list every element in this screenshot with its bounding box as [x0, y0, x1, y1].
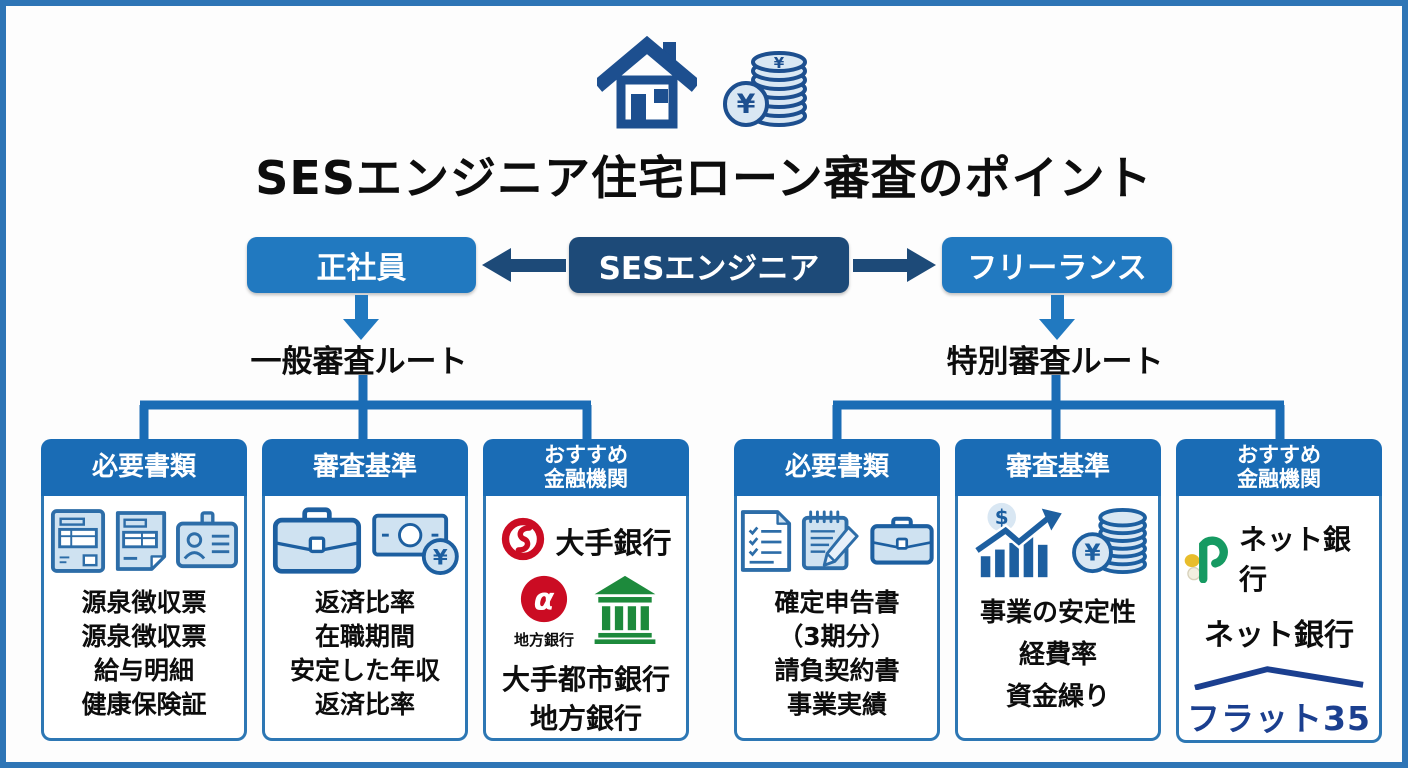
card-special-banks: おすすめ 金融機関 ネット銀行 ネット銀行	[1176, 439, 1382, 743]
svg-text:¥: ¥	[432, 545, 447, 570]
svg-text:α: α	[534, 583, 555, 618]
tax-form-icon	[50, 508, 106, 578]
arrow-right-shaft	[853, 259, 909, 272]
arrow-left-shaft	[510, 259, 566, 272]
checklist-document-icon	[739, 508, 793, 578]
card-special-criteria: 審査基準 $	[955, 439, 1161, 741]
net-bank-line: ネット銀行	[1204, 618, 1354, 653]
house-icon	[593, 35, 701, 134]
regional-bank-logo: α	[519, 574, 569, 628]
bank-building-icon	[592, 574, 658, 648]
node-ses-engineer: SESエンジニア	[569, 237, 849, 293]
net-bank-label: ネット銀行	[1239, 523, 1352, 596]
tree-connector-left	[139, 375, 592, 439]
card-general-banks: おすすめ 金融機関 大手銀行	[483, 439, 689, 742]
svg-text:¥: ¥	[1084, 538, 1100, 566]
group-general-route: 必要書類	[41, 439, 689, 742]
yen-coins-icon: ¥	[1071, 506, 1148, 580]
banknote-yen-icon: ¥	[371, 506, 461, 580]
down-arrow-left-icon	[343, 319, 379, 340]
svg-text:$: $	[994, 505, 1008, 529]
arrow-right-icon	[907, 248, 936, 282]
down-arrow-right-icon	[1039, 319, 1075, 340]
card-special-documents: 必要書類	[734, 439, 940, 741]
card-header: 審査基準	[955, 439, 1161, 496]
card-lines: 源泉徴収票 源泉徴収票 給与明細 健康保険証	[81, 588, 207, 719]
card-lines: 大手都市銀行 地方銀行	[501, 663, 670, 736]
route-label-general: 一般審査ルート	[250, 344, 468, 380]
yen-coins-icon: ¥ ¥	[723, 44, 811, 134]
briefcase-icon	[869, 514, 935, 572]
payslip-document-icon	[113, 508, 169, 578]
flat35-logo: フラット35	[1187, 664, 1371, 740]
card-general-documents: 必要書類	[41, 439, 247, 741]
route-label-special: 特別審査ルート	[946, 344, 1164, 380]
card-general-criteria: 審査基準	[262, 439, 468, 741]
down-arrow-left-shaft	[355, 295, 368, 320]
node-freelance: フリーランス	[942, 237, 1172, 293]
growth-chart-dollar-icon: $	[969, 501, 1065, 585]
down-arrow-right-shaft	[1051, 295, 1064, 320]
card-lines: 返済比率 在職期間 安定した年収 返済比率	[289, 588, 440, 719]
card-header: 必要書類	[41, 439, 247, 496]
id-card-icon	[176, 511, 238, 575]
major-bank-logo	[500, 516, 546, 566]
tree-connector-right	[832, 375, 1285, 439]
flat35-label: フラット35	[1187, 699, 1371, 738]
card-lines: 事業の安定性 経費率 資金繰り	[979, 598, 1136, 713]
net-bank-logo	[1181, 529, 1231, 587]
card-header: 審査基準	[262, 439, 468, 496]
svg-text:¥: ¥	[737, 89, 756, 120]
hero-icons: ¥ ¥	[6, 32, 1402, 134]
regional-bank-caption: 地方銀行	[513, 631, 574, 649]
arrow-left-icon	[482, 248, 511, 282]
major-bank-label: 大手銀行	[555, 526, 672, 560]
card-header: 必要書類	[734, 439, 940, 496]
flat35-roof-icon	[1191, 664, 1367, 694]
notepad-pencil-icon	[800, 508, 862, 578]
svg-text:¥: ¥	[774, 54, 785, 72]
card-header: おすすめ 金融機関	[1176, 439, 1382, 496]
card-lines: 確定申告書 （3期分） 請負契約書 事業実績	[774, 588, 900, 719]
briefcase-icon	[270, 505, 364, 581]
group-special-route: 必要書類	[734, 439, 1382, 743]
card-header: おすすめ 金融機関	[483, 439, 689, 496]
node-seishain: 正社員	[247, 237, 476, 293]
page-title: SESエンジニア住宅ローン審査のポイント	[255, 151, 1153, 205]
